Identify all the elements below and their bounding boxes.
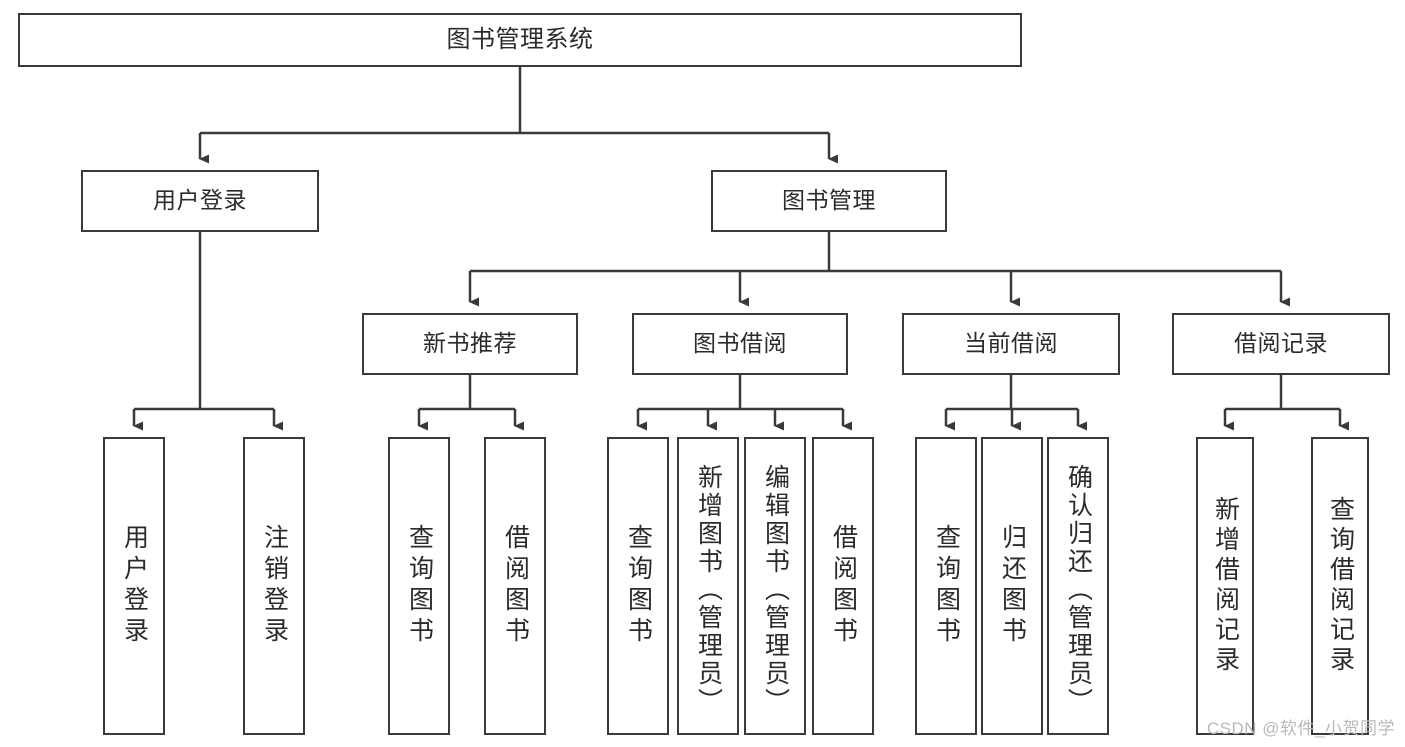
node-label: 借阅记录: [1234, 330, 1328, 357]
node-label: 用户登录: [120, 524, 149, 648]
node-label: 当前借阅: [964, 330, 1058, 357]
node-label: 查询借阅记录: [1326, 496, 1355, 676]
node-label: 编辑图书（管理员）: [761, 464, 790, 716]
node-label: 确认归还（管理员）: [1064, 464, 1093, 716]
node-leaf-cur-3[interactable]: 确认归还（管理员）: [1047, 437, 1109, 735]
node-leaf-new-1[interactable]: 查询图书: [388, 437, 450, 735]
node-label: 新增图书（管理员）: [694, 464, 723, 716]
node-leaf-new-2[interactable]: 借阅图书: [484, 437, 546, 735]
node-label: 归还图书: [998, 524, 1027, 648]
watermark-label: CSDN @软件_小贺同学: [1206, 719, 1395, 738]
node-leaf-rec-2[interactable]: 查询借阅记录: [1311, 437, 1369, 735]
node-label: 图书管理: [782, 187, 876, 214]
node-label: 用户登录: [153, 187, 247, 214]
node-label: 查询图书: [624, 524, 653, 648]
node-label: 注销登录: [260, 524, 289, 648]
node-newbook[interactable]: 新书推荐: [362, 313, 578, 375]
node-label: 图书借阅: [693, 330, 787, 357]
node-leaf-login-2[interactable]: 注销登录: [243, 437, 305, 735]
node-leaf-borrow-3[interactable]: 编辑图书（管理员）: [744, 437, 806, 735]
node-label: 新书推荐: [423, 330, 517, 357]
node-current[interactable]: 当前借阅: [902, 313, 1120, 375]
node-label: 查询图书: [405, 524, 434, 648]
node-leaf-borrow-1[interactable]: 查询图书: [607, 437, 669, 735]
node-leaf-borrow-2[interactable]: 新增图书（管理员）: [677, 437, 739, 735]
node-label: 查询图书: [932, 524, 961, 648]
node-label: 借阅图书: [501, 524, 530, 648]
node-leaf-borrow-4[interactable]: 借阅图书: [812, 437, 874, 735]
node-leaf-login-1[interactable]: 用户登录: [103, 437, 165, 735]
node-label: 新增借阅记录: [1211, 496, 1240, 676]
node-leaf-cur-1[interactable]: 查询图书: [915, 437, 977, 735]
node-borrow[interactable]: 图书借阅: [632, 313, 848, 375]
node-leaf-cur-2[interactable]: 归还图书: [981, 437, 1043, 735]
node-record[interactable]: 借阅记录: [1172, 313, 1390, 375]
node-label: 借阅图书: [829, 524, 858, 648]
node-leaf-rec-1[interactable]: 新增借阅记录: [1196, 437, 1254, 735]
node-label: 图书管理系统: [446, 25, 594, 53]
node-root[interactable]: 图书管理系统: [18, 13, 1022, 67]
node-login[interactable]: 用户登录: [81, 170, 319, 232]
node-bookmgmt[interactable]: 图书管理: [711, 170, 947, 232]
